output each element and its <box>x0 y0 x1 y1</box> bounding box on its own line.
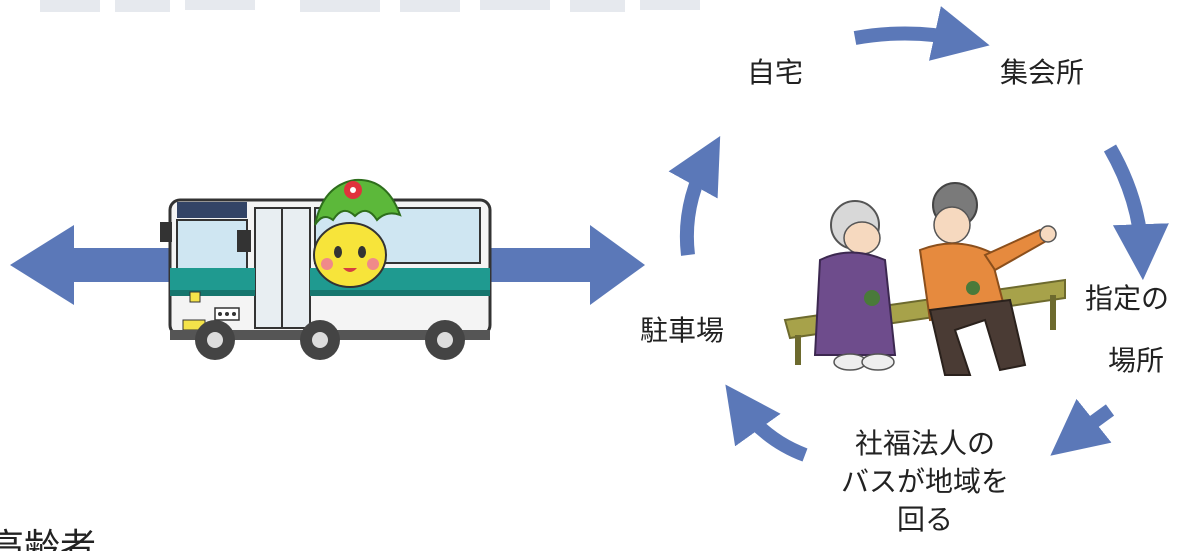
label-bus-route-line1: 社福法人の <box>854 427 995 460</box>
label-parking: 駐車場 <box>640 314 725 347</box>
label-meeting-hall: 集会所 <box>1000 56 1085 89</box>
mascot-icon <box>313 178 402 288</box>
bus-icon <box>160 178 492 360</box>
label-bus-route: 社福法人の バスが地域を 回る <box>800 425 1050 538</box>
top-faded-heading <box>40 0 700 12</box>
label-designated-place-line1: 指定の <box>1085 282 1170 315</box>
cycle-arrow-icon <box>668 6 1169 462</box>
arrow-route-to-parking <box>725 384 808 462</box>
arrow-parking-to-home <box>668 135 721 256</box>
elderly-man <box>918 182 1057 376</box>
arrow-home-to-hall <box>853 6 990 61</box>
label-designated-place-line2: 場所 <box>1108 344 1165 377</box>
label-bus-route-line2: バスが地域を <box>840 464 1009 498</box>
elderly-woman <box>813 200 897 371</box>
label-bus-route-line3: 回る <box>896 502 953 536</box>
bottom-left-fragment: 高齢者 <box>0 527 97 551</box>
label-home: 自宅 <box>747 56 804 89</box>
arrow-hall-to-place <box>1103 144 1169 281</box>
elderly-couple-icon <box>783 182 1066 376</box>
arrow-place-to-route <box>1050 398 1115 456</box>
